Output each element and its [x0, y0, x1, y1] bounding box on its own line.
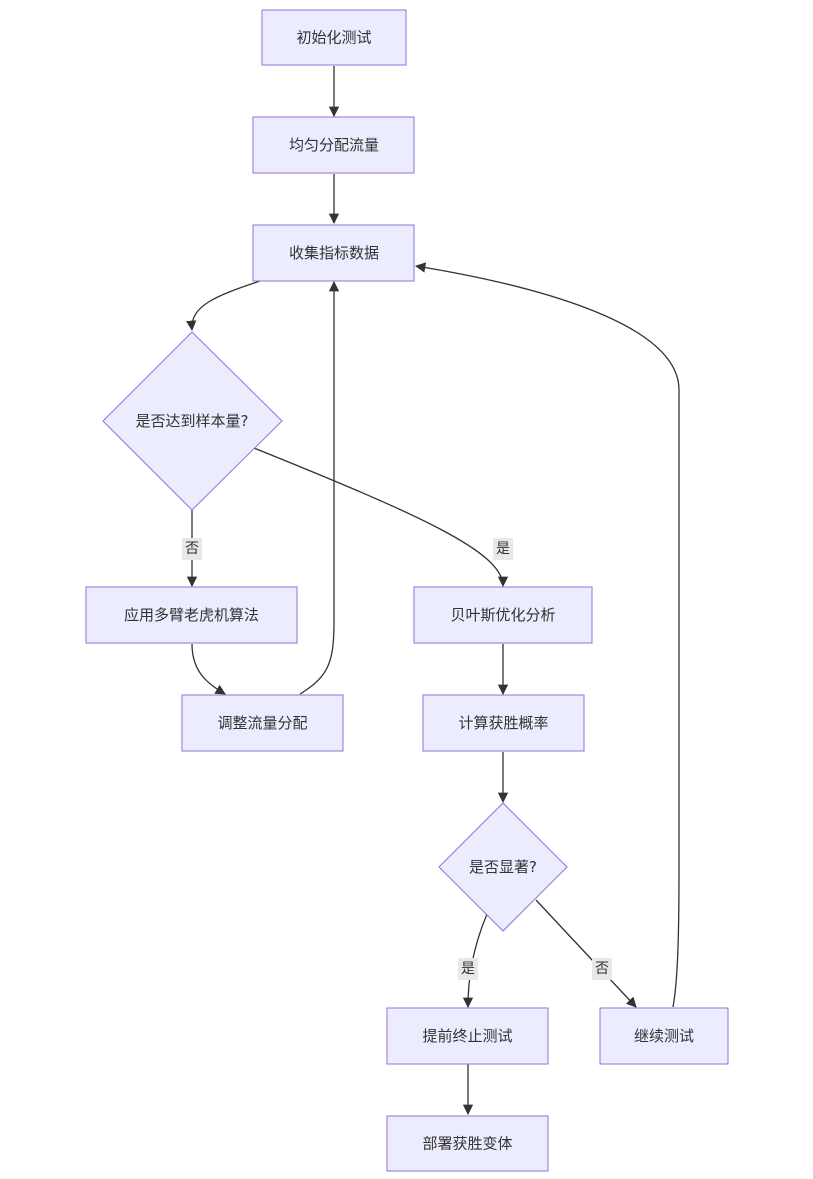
edge-sig-check-no-to-continue — [535, 899, 637, 1008]
edge-sample-check-yes-to-bayes — [253, 447, 509, 588]
svg-text:应用多臂老虎机算法: 应用多臂老虎机算法 — [124, 606, 259, 624]
nodes: 初始化测试 均匀分配流量 收集指标数据 是否达到样本量? 应用多臂老虎机算法 调… — [85, 9, 729, 1172]
svg-text:是: 是 — [461, 961, 475, 977]
edge-label-sample-no: 否 — [182, 538, 202, 560]
edge-collect-to-sample-check — [186, 280, 261, 332]
edge-label-sig-no: 否 — [592, 958, 612, 980]
node-stop-early: 提前终止测试 — [386, 1007, 549, 1065]
edge-labels: 否 是 是 否 — [182, 538, 612, 980]
edge-continue-to-collect — [414, 262, 680, 1008]
svg-text:贝叶斯优化分析: 贝叶斯优化分析 — [450, 606, 555, 624]
node-collect-metrics: 收集指标数据 — [252, 224, 415, 282]
svg-text:否: 否 — [595, 961, 609, 977]
svg-text:计算获胜概率: 计算获胜概率 — [458, 714, 548, 732]
edge-label-sig-yes: 是 — [458, 958, 478, 980]
svg-text:初始化测试: 初始化测试 — [296, 29, 371, 47]
node-significance-decision: 是否显著? — [438, 802, 568, 932]
node-bandit-algorithm: 应用多臂老虎机算法 — [85, 586, 298, 644]
svg-text:部署获胜变体: 部署获胜变体 — [422, 1135, 512, 1153]
node-continue-test: 继续测试 — [599, 1007, 729, 1065]
node-bayesian-analysis: 贝叶斯优化分析 — [413, 586, 593, 644]
node-deploy-winner: 部署获胜变体 — [386, 1115, 549, 1172]
node-sample-size-decision: 是否达到样本量? — [102, 331, 283, 511]
edges — [186, 66, 680, 1116]
svg-text:是: 是 — [496, 541, 510, 557]
svg-text:提前终止测试: 提前终止测试 — [422, 1027, 512, 1045]
edge-label-sample-yes: 是 — [493, 538, 513, 560]
svg-text:收集指标数据: 收集指标数据 — [289, 244, 379, 262]
svg-text:继续测试: 继续测试 — [634, 1027, 694, 1045]
svg-text:是否达到样本量?: 是否达到样本量? — [136, 412, 249, 430]
svg-text:调整流量分配: 调整流量分配 — [217, 714, 307, 732]
node-init-test: 初始化测试 — [261, 9, 407, 66]
svg-text:否: 否 — [185, 541, 199, 557]
edge-adjust-to-collect — [299, 280, 340, 695]
edge-bandit-to-adjust — [191, 643, 226, 695]
node-split-traffic: 均匀分配流量 — [252, 116, 415, 174]
node-adjust-traffic: 调整流量分配 — [181, 694, 344, 752]
node-win-probability: 计算获胜概率 — [422, 694, 585, 752]
svg-text:是否显著?: 是否显著? — [469, 858, 537, 876]
svg-text:均匀分配流量: 均匀分配流量 — [289, 136, 379, 154]
